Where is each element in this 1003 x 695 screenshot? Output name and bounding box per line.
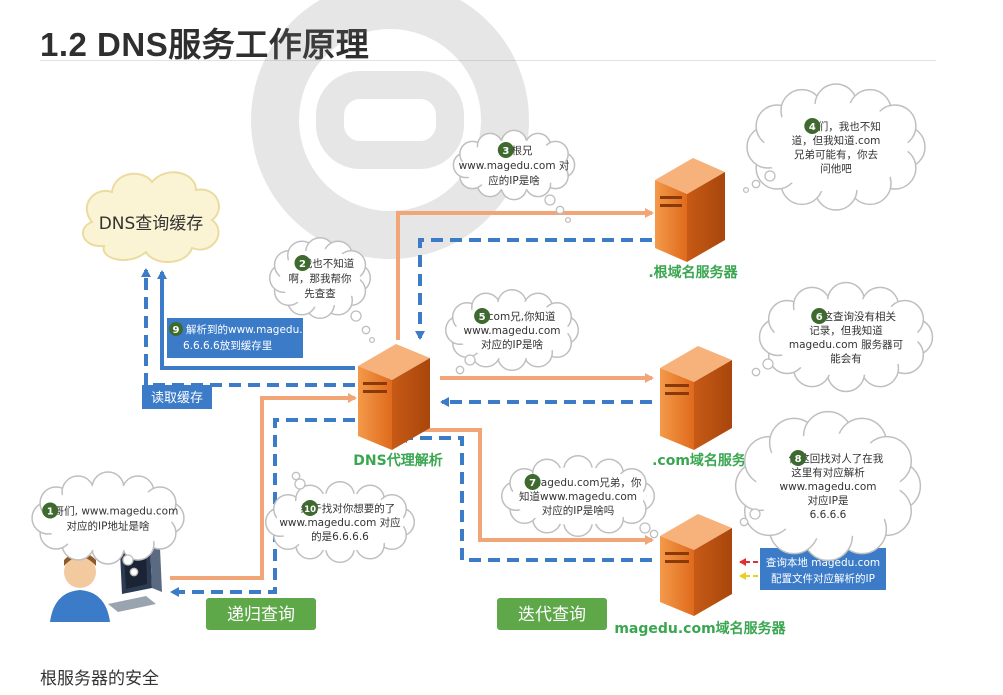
step9-line-2: 6.6.6.6放到缓存里 bbox=[183, 339, 272, 352]
step9-box: 9 解析到的www.magedu.com 6.6.6.6放到缓存里 bbox=[167, 318, 325, 358]
step-badge-6 bbox=[811, 308, 828, 324]
read-cache-label: 读取缓存 bbox=[151, 391, 203, 406]
thought-bubble-2-line-3: 先查查 bbox=[304, 287, 336, 300]
step-badge-5 bbox=[474, 308, 491, 324]
watermark bbox=[251, 0, 529, 259]
thought-bubble-4-line-1: 哥们，我也不知 bbox=[807, 120, 881, 133]
step-badge-2 bbox=[294, 255, 311, 271]
thought-bubble-1-line-1: 哥们, www.magedu.com bbox=[54, 505, 179, 518]
root-server-label: .根域名服务器 bbox=[648, 264, 738, 281]
thought-bubble-8-line-5: 6.6.6.6 bbox=[810, 509, 847, 521]
thought-bubble-3-line-1: 根兄 bbox=[512, 144, 533, 157]
thought-bubble-5-line-3: 对应的IP是啥 bbox=[481, 338, 543, 351]
step-badge-3 bbox=[497, 142, 514, 158]
thought-bubble-4-line-3: 兄弟可能有，你去 bbox=[794, 148, 878, 161]
thought-bubbles: 哥们, www.magedu.com 对应的IP地址是啥 1 我也不知道啊，那我帮你先… bbox=[31, 83, 934, 577]
thought-bubble-8-line-3: www.magedu.com bbox=[779, 481, 876, 493]
thought-bubble-1: 哥们, www.magedu.com 对应的IP地址是啥 1 bbox=[31, 471, 185, 577]
recursive-query-badge: 递归查询 bbox=[206, 598, 316, 630]
thought-bubble-6-line-3: magedu.com 服务器可 bbox=[789, 338, 903, 351]
thought-bubble-5-line-1: .com兄,你知道 bbox=[484, 310, 556, 323]
local-lookup-line-1: 查询本地 magedu.com bbox=[766, 556, 880, 569]
root-server-icon bbox=[655, 158, 725, 262]
thought-bubble-2-line-1: 我也不知道 bbox=[302, 257, 355, 270]
proxy-server-icon bbox=[358, 344, 430, 450]
step9-line-1: 解析到的www.magedu.com bbox=[186, 323, 325, 336]
step-badge-1-number: 1 bbox=[47, 507, 54, 518]
thought-bubble-6-line-1: 我这查询没有相关 bbox=[812, 310, 896, 323]
step-badge-7 bbox=[524, 474, 541, 490]
thought-bubble-8-line-4: 对应IP是 bbox=[808, 494, 849, 507]
step-badge-10 bbox=[302, 500, 319, 516]
step-badge-7-number: 7 bbox=[529, 478, 536, 489]
thought-bubble-3-line-3: 应的IP是啥 bbox=[488, 174, 540, 187]
thought-bubble-8-line-1: 你这回找对人了在我 bbox=[789, 452, 884, 465]
thought-bubble-3-line-2: www.magedu.com 对 bbox=[459, 159, 570, 172]
proxy-server-label: DNS代理解析 bbox=[353, 452, 442, 469]
thought-bubble-7-line-3: 对应的IP是啥吗 bbox=[542, 504, 614, 517]
thought-bubble-1-line-2: 对应的IP地址是啥 bbox=[67, 520, 150, 533]
thought-bubble-3: 根兄 www.magedu.com 对应的IP是啥 3 bbox=[452, 129, 576, 224]
step-badge-8 bbox=[790, 450, 807, 466]
step-badge-2-number: 2 bbox=[299, 259, 306, 270]
recursive-query-label: 递归查询 bbox=[227, 605, 295, 625]
thought-bubble-7-line-1: magedu.com兄弟，你 bbox=[531, 476, 642, 489]
thought-bubble-6-line-2: 记录，但我知道 bbox=[809, 324, 883, 337]
step-badge-3-number: 3 bbox=[502, 146, 509, 157]
thought-bubble-7-line-2: 知道www.magedu.com bbox=[519, 490, 637, 503]
step-badge-10-number: 10 bbox=[304, 505, 316, 515]
local-lookup-line-2: 配置文件对应解析的IP bbox=[771, 572, 875, 585]
thought-bubble-4-line-2: 道，但我知道.com bbox=[792, 134, 881, 147]
com-server-icon bbox=[660, 346, 732, 450]
thought-bubble-10-line-2: www.magedu.com 对应 bbox=[279, 516, 401, 529]
iterative-query-badge: 迭代查询 bbox=[497, 598, 607, 630]
com-server-label: .com域名服务器 bbox=[652, 452, 761, 469]
step-badge-5-number: 5 bbox=[479, 312, 486, 323]
read-cache-box: 读取缓存 bbox=[142, 385, 212, 409]
step-badge-4-number: 4 bbox=[809, 122, 816, 133]
thought-bubble-10-line-3: 的是6.6.6.6 bbox=[311, 530, 369, 543]
magedu-server-label: magedu.com域名服务器 bbox=[614, 620, 786, 637]
thought-bubble-4-line-4: 问他吧 bbox=[820, 162, 852, 175]
footer-text: 根服务器的安全 bbox=[40, 669, 159, 689]
thought-bubble-2-line-2: 啊，那我帮你 bbox=[289, 272, 352, 285]
page-title: 1.2 DNS服务工作原理 bbox=[40, 26, 370, 63]
step-badge-8-number: 8 bbox=[795, 454, 802, 465]
step-badge-4 bbox=[804, 118, 821, 134]
thought-bubble-8-line-2: 这里有对应解析 bbox=[791, 466, 865, 479]
iterative-query-label: 迭代查询 bbox=[518, 605, 586, 625]
dns-cache-cloud: DNS查询缓存 bbox=[81, 171, 220, 264]
dns-cache-label: DNS查询缓存 bbox=[99, 214, 204, 234]
step-badge-6-number: 6 bbox=[816, 312, 823, 323]
magedu-server-icon bbox=[660, 514, 732, 616]
step-badge-1 bbox=[42, 502, 59, 519]
step9-badge: 9 bbox=[173, 325, 180, 336]
thought-bubble-10-line-1: 终于找对你想要的了 bbox=[301, 502, 396, 515]
thought-bubble-6-line-4: 能会有 bbox=[830, 352, 862, 365]
thought-bubble-5-line-2: www.magedu.com bbox=[463, 325, 560, 337]
title-divider bbox=[40, 60, 936, 61]
